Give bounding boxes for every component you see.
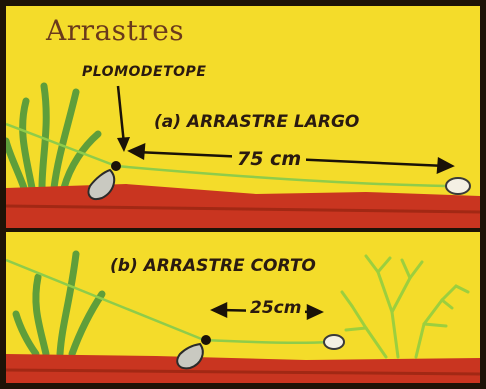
bait bbox=[446, 178, 470, 194]
stopper-label: PLOMODETOPE bbox=[82, 64, 206, 80]
title: Arrastres bbox=[46, 14, 184, 47]
stopper-bead-bottom bbox=[201, 335, 211, 345]
short-drag-scene bbox=[6, 232, 480, 383]
long-drag-panel: Arrastres PLOMODETOPE (a) ARRASTRE LARGO… bbox=[6, 6, 480, 228]
stopper-bead bbox=[111, 161, 121, 171]
short-distance-label: 25cm bbox=[246, 298, 305, 318]
long-distance-label: 75 cm bbox=[232, 148, 306, 170]
long-drag-label: (a) ARRASTRE LARGO bbox=[154, 112, 359, 132]
bait-bottom bbox=[324, 335, 344, 349]
short-drag-panel: (b) ARRASTRE CORTO 25cm bbox=[6, 232, 480, 383]
short-drag-label: (b) ARRASTRE CORTO bbox=[110, 256, 316, 276]
